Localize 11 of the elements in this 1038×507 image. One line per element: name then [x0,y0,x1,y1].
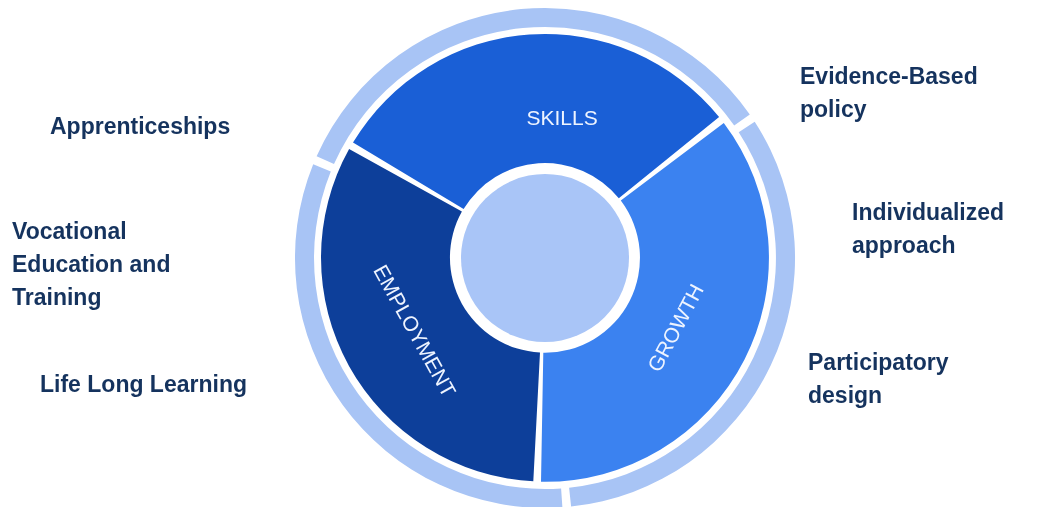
segment-label: SKILLS [526,106,598,130]
side-label: Individualized approach [852,198,1006,260]
side-label: Vocational Education and Training [12,217,172,312]
side-label: Apprenticeships [50,112,231,141]
ring-segment [541,123,769,482]
side-label: Evidence-Based policy [800,62,979,124]
center-circle [461,174,629,342]
side-label: Participatory design [808,348,950,410]
ring-segment [321,149,540,482]
side-label: Life Long Learning [40,370,247,399]
ring-segment [353,34,720,210]
